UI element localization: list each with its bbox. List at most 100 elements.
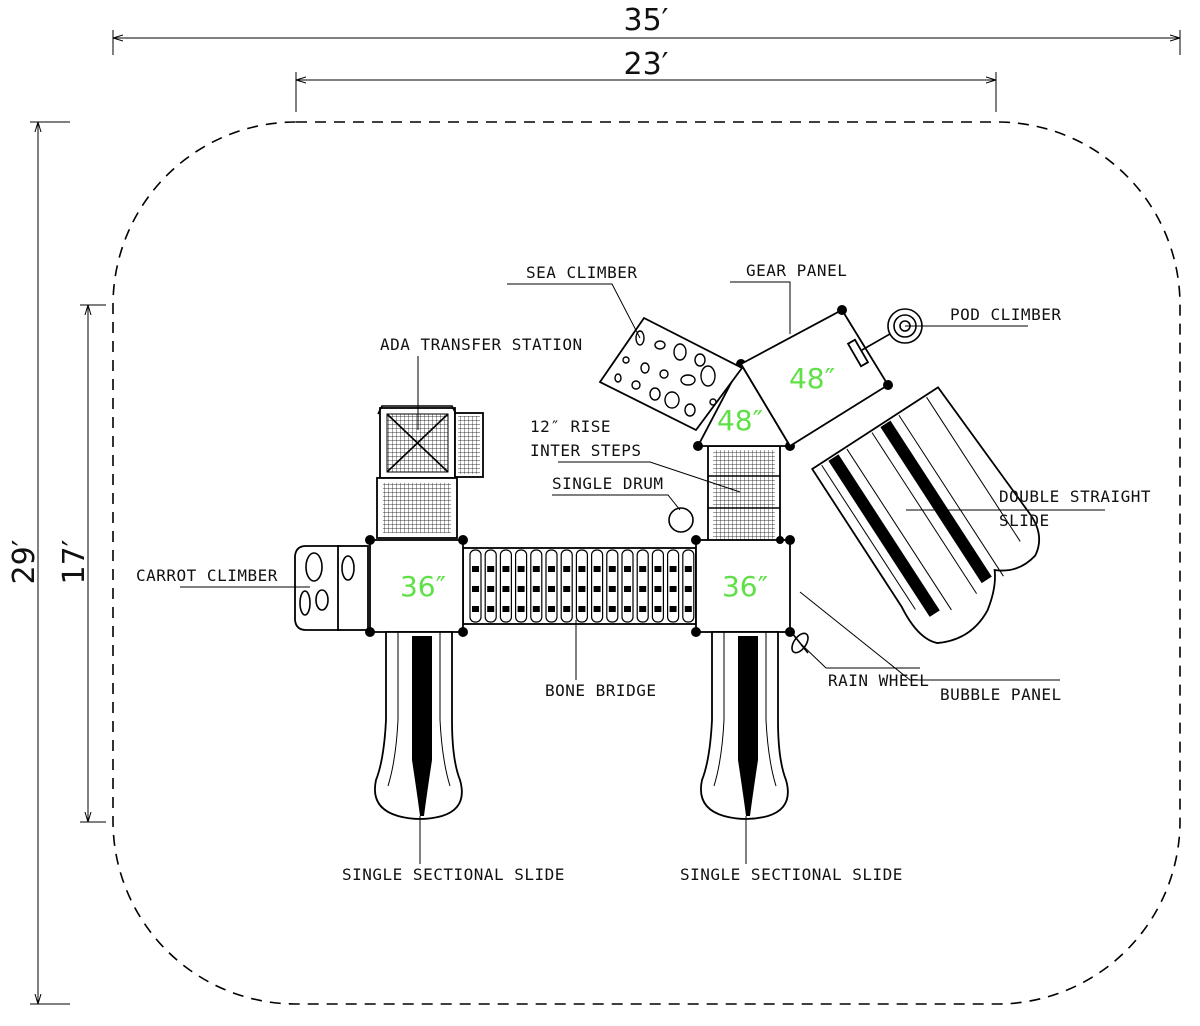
gear-deck-height: 48″ [789, 362, 835, 395]
bridge-rung-bolt [654, 586, 662, 592]
label-carrot-climber: CARROT CLIMBER [136, 566, 310, 588]
bridge-rung-bolt [563, 586, 571, 592]
bridge-rung-bolt [639, 566, 647, 572]
sea-climber [598, 316, 744, 432]
bridge-rung-bolt [654, 566, 662, 572]
right-sectional-slide [700, 631, 789, 820]
bridge-rung-bolt [532, 606, 540, 612]
bubble-panel-label: BUBBLE PANEL [940, 685, 1062, 704]
bridge-rung-bolt [669, 566, 677, 572]
double-straight-slide [810, 386, 1041, 644]
inter-steps-label: INTER STEPS [530, 441, 641, 460]
bone-bridge [462, 547, 697, 625]
label-pod-climber: POD CLIMBER [905, 305, 1061, 327]
sea-climber-label: SEA CLIMBER [526, 263, 637, 282]
bridge-rung-bolt [487, 586, 495, 592]
bridge-rung-bolt [517, 606, 525, 612]
left-deck: 36″ [365, 535, 468, 637]
single-drum [668, 507, 694, 533]
bridge-rung-bolt [624, 586, 631, 592]
bridge-rung-bolt [608, 586, 616, 592]
left-sectional-slide [374, 631, 463, 820]
label-inter-steps: 12″ RISE INTER STEPS [530, 417, 741, 493]
dimension-inner-depth: 17′ [57, 304, 106, 823]
label-sea-climber: SEA CLIMBER [507, 263, 641, 339]
bridge-rung-bolt [563, 566, 571, 572]
bridge-rung-bolt [517, 586, 525, 592]
bone-bridge-label: BONE BRIDGE [545, 681, 656, 700]
bridge-rung-bolt [472, 566, 479, 572]
single-drum-label: SINGLE DRUM [552, 474, 663, 493]
inner-width-label: 23′ [624, 47, 669, 82]
bridge-rung-bolt [593, 586, 601, 592]
triangle-deck-height: 48″ [717, 404, 763, 437]
left-slide-label: SINGLE SECTIONAL SLIDE [342, 865, 565, 884]
bridge-rung-bolt [502, 566, 510, 572]
bridge-rung-bolt [563, 606, 571, 612]
right-deck: 36″ [691, 535, 795, 637]
label-rain-wheel: RAIN WHEEL [799, 642, 929, 690]
ada-transfer-label: ADA TRANSFER STATION [380, 335, 583, 354]
bridge-rung-bolt [684, 566, 692, 572]
bridge-rung-bolt [684, 606, 692, 612]
label-single-drum: SINGLE DRUM [552, 474, 681, 511]
right-deck-height: 36″ [722, 570, 768, 603]
triangle-deck: 48″ [693, 359, 795, 451]
label-bubble-panel: BUBBLE PANEL [799, 591, 1062, 704]
bridge-rung-bolt [532, 566, 540, 572]
gear-panel-label: GEAR PANEL [746, 261, 847, 280]
bridge-rung-bolt [669, 586, 677, 592]
bridge-rung-bolt [517, 566, 525, 572]
bridge-rung-bolt [487, 566, 495, 572]
bridge-rung-bolt [548, 586, 555, 592]
inner-depth-label: 17′ [57, 539, 92, 584]
bridge-rung-bolt [487, 606, 495, 612]
bridge-rung-bolt [548, 566, 555, 572]
bridge-rung-bolt [578, 586, 586, 592]
bridge-rung-bolt [532, 586, 540, 592]
bridge-rung-bolt [548, 606, 555, 612]
left-deck-height: 36″ [400, 570, 446, 603]
bridge-rung-bolt [639, 586, 647, 592]
label-left-slide: SINGLE SECTIONAL SLIDE [342, 816, 565, 884]
dimension-overall-width: 35′ [112, 3, 1181, 55]
bridge-rung-bolt [593, 606, 601, 612]
bridge-rung-bolt [624, 606, 631, 612]
bridge-rung-bolt [608, 606, 616, 612]
label-ada-transfer: ADA TRANSFER STATION [380, 335, 583, 430]
gear-deck: 48″ [739, 305, 893, 448]
right-slide-label: SINGLE SECTIONAL SLIDE [680, 865, 903, 884]
label-gear-panel: GEAR PANEL [730, 261, 847, 334]
overall-depth-label: 29′ [7, 539, 42, 584]
bridge-rung-bolt [472, 586, 479, 592]
bridge-rung-bolt [608, 566, 616, 572]
bridge-rung-bolt [578, 606, 586, 612]
dimension-inner-width: 23′ [295, 47, 997, 112]
ada-transfer-station [376, 405, 484, 539]
carrot-climber-label: CARROT CLIMBER [136, 566, 278, 585]
bridge-rung-bolt [684, 586, 692, 592]
dimension-overall-depth: 29′ [7, 121, 70, 1005]
safety-zone-boundary [112, 121, 1181, 1005]
bridge-rung-bolt [502, 606, 510, 612]
bridge-rung-bolt [624, 566, 631, 572]
bridge-rung-bolt [578, 566, 586, 572]
bridge-rung-bolt [593, 566, 601, 572]
pod-climber-label: POD CLIMBER [950, 305, 1061, 324]
double-slide-label-2: SLIDE [999, 511, 1050, 530]
rise-label: 12″ RISE [530, 417, 611, 436]
double-slide-label: DOUBLE STRAIGHT [999, 487, 1151, 506]
label-double-slide: DOUBLE STRAIGHT SLIDE [906, 487, 1151, 530]
bridge-rung-bolt [669, 606, 677, 612]
carrot-climber [294, 545, 369, 631]
bridge-rung-bolt [639, 606, 647, 612]
bridge-rung-bolt [502, 586, 510, 592]
inter-steps [707, 445, 781, 545]
label-bone-bridge: BONE BRIDGE [545, 620, 656, 700]
bridge-rung-bolt [472, 606, 479, 612]
bridge-rung-bolt [654, 606, 662, 612]
pod-climber [861, 308, 923, 351]
label-right-slide: SINGLE SECTIONAL SLIDE [680, 816, 903, 884]
rain-wheel-label: RAIN WHEEL [828, 671, 929, 690]
